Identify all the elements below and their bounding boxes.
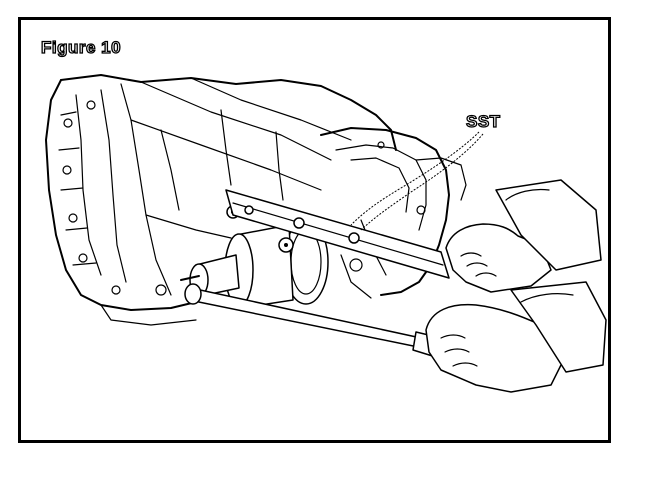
- sst-leader-line: [350, 131, 480, 226]
- sst-holding-tool: [225, 189, 450, 279]
- figure-frame: Figure 10 SST: [18, 17, 611, 443]
- transmission-illustration: [45, 74, 607, 393]
- transmission-case: [45, 74, 397, 326]
- lower-hand: [425, 281, 607, 393]
- upper-hand: [445, 179, 602, 293]
- sst-leader-line-2: [360, 133, 484, 231]
- extension-housing: [320, 127, 467, 299]
- figure-title: Figure 10: [40, 37, 122, 57]
- sst-callout-label: SST: [465, 111, 501, 131]
